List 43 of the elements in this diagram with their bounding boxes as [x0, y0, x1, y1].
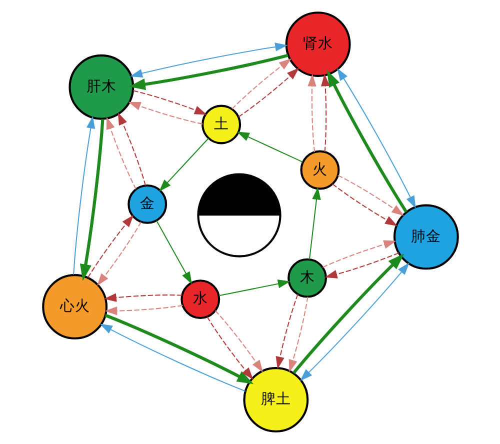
arrow [214, 310, 263, 372]
arrow [206, 316, 253, 380]
arrow [103, 293, 182, 302]
arrow [218, 280, 290, 296]
arrow [322, 240, 396, 268]
node-circle: 金 [127, 184, 167, 224]
arrow [128, 102, 202, 124]
arrow [104, 314, 254, 384]
arrow [275, 294, 298, 370]
arrow [236, 132, 302, 163]
arrow [99, 324, 246, 392]
arrow [79, 119, 104, 281]
arrow [300, 262, 409, 381]
arrow [326, 70, 408, 213]
arrow [308, 187, 320, 260]
arrow [320, 74, 330, 152]
arrow [292, 254, 404, 374]
node-circle: 火 [300, 150, 340, 190]
arrow [307, 74, 316, 152]
node-circle: 土 [201, 104, 241, 144]
node-circle: 肝木 [68, 54, 134, 120]
arrow [156, 220, 192, 284]
node-circle: 肾水 [284, 12, 350, 77]
arrow [86, 214, 134, 278]
arrow [128, 54, 288, 90]
arrow [96, 222, 142, 286]
arrow [231, 58, 291, 110]
arrow [104, 304, 182, 316]
arrow [129, 42, 288, 78]
arrow [106, 116, 136, 190]
arrow [132, 90, 206, 115]
arrow [158, 138, 208, 192]
arrow [336, 68, 416, 208]
node-circle: 木 [287, 258, 326, 298]
arrow [288, 296, 308, 372]
arrow [238, 68, 299, 118]
node-circle: 肺金 [392, 204, 458, 270]
arrow [72, 116, 95, 275]
arrow [117, 112, 146, 186]
arrow [332, 184, 398, 226]
arrow [324, 252, 398, 278]
arrow [337, 174, 404, 216]
node-circle: 水 [180, 280, 220, 320]
